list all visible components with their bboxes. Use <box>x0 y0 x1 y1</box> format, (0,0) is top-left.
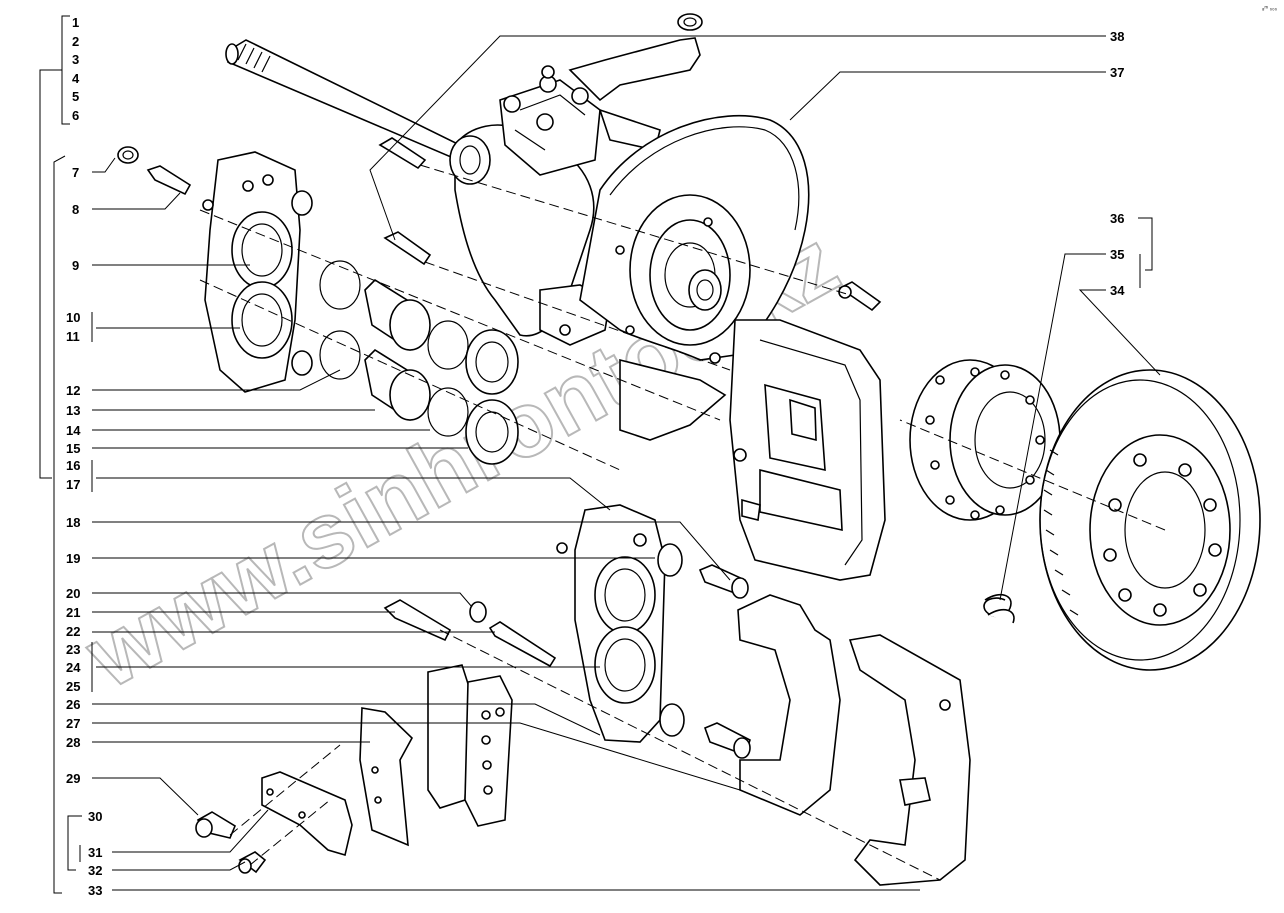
callout-6: 6 <box>72 108 79 123</box>
callout-5: 5 <box>72 89 79 104</box>
callout-19: 19 <box>66 551 80 566</box>
callout-12: 12 <box>66 383 80 398</box>
brake-disc <box>983 369 1261 671</box>
leader-lines <box>92 35 1161 891</box>
callout-numbers: 1 2 3 4 5 6 7 8 9 10 11 12 13 14 15 16 1… <box>66 15 1125 898</box>
callout-34: 34 <box>1110 283 1125 298</box>
dust-shield <box>579 114 810 441</box>
caliper-bracket <box>737 594 971 886</box>
callout-24: 24 <box>66 660 81 675</box>
callout-32: 32 <box>88 863 102 878</box>
callout-31: 31 <box>88 845 102 860</box>
assembled-caliper <box>709 319 886 581</box>
callout-7: 7 <box>72 165 79 180</box>
callout-4: 4 <box>72 71 80 86</box>
callout-37: 37 <box>1110 65 1124 80</box>
callout-14: 14 <box>66 423 81 438</box>
brake-pads <box>359 664 513 847</box>
callout-1: 1 <box>72 15 79 30</box>
callout-16: 16 <box>66 458 80 473</box>
callout-21: 21 <box>66 605 80 620</box>
callout-25: 25 <box>66 679 80 694</box>
callout-27: 27 <box>66 716 80 731</box>
knuckle-bolts <box>378 137 882 312</box>
group-brackets <box>39 15 1153 894</box>
lower-caliper-exploded <box>383 504 751 759</box>
callout-17: 17 <box>66 477 80 492</box>
callout-11: 11 <box>66 329 80 344</box>
callout-10: 10 <box>66 310 80 325</box>
callout-30: 30 <box>88 809 102 824</box>
callout-23: 23 <box>66 642 80 657</box>
callout-15: 15 <box>66 441 80 456</box>
callout-33: 33 <box>88 883 102 898</box>
callout-36: 36 <box>1110 211 1124 226</box>
callout-20: 20 <box>66 586 80 601</box>
callout-2: 2 <box>72 34 79 49</box>
callout-13: 13 <box>66 403 80 418</box>
center-lines <box>199 164 1166 881</box>
callout-9: 9 <box>72 258 79 273</box>
callout-18: 18 <box>66 515 80 530</box>
callout-35: 35 <box>1110 247 1124 262</box>
upper-caliper-exploded <box>117 146 519 465</box>
callout-22: 22 <box>66 624 80 639</box>
callout-38: 38 <box>1110 29 1124 44</box>
callout-8: 8 <box>72 202 79 217</box>
callout-26: 26 <box>66 697 80 712</box>
corner-mark: ₈ᵐ ₀₀₀ <box>1262 6 1278 12</box>
callout-29: 29 <box>66 771 80 786</box>
wheel-hub <box>909 359 1061 521</box>
callout-28: 28 <box>66 735 80 750</box>
retaining-plate <box>195 771 353 874</box>
callout-3: 3 <box>72 52 79 67</box>
